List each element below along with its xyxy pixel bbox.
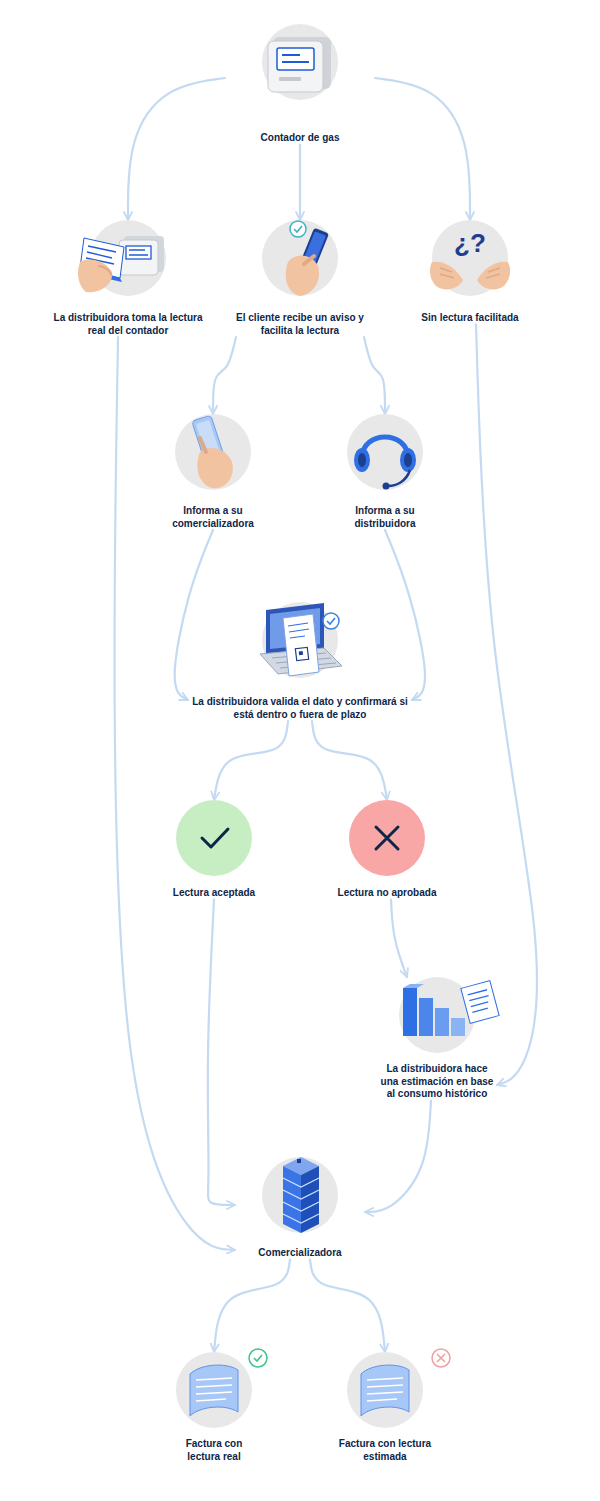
step-label: Contador de gas	[225, 132, 375, 145]
step-circle	[262, 24, 338, 100]
flow-arrow	[365, 1101, 431, 1213]
step-shape	[188, 602, 412, 678]
step-circle	[262, 220, 338, 296]
step-shape	[53, 220, 203, 296]
step-circle	[175, 414, 251, 490]
flow-step: Informa a su distribuidora	[337, 414, 433, 530]
step-circle	[349, 800, 425, 876]
flow-arrow	[385, 530, 425, 700]
step-circle	[347, 414, 423, 490]
step-label: La distribuidora toma la lectura real de…	[53, 312, 203, 337]
flow-step: La distribuidora toma la lectura real de…	[53, 220, 203, 337]
step-label: Lectura aceptada	[154, 887, 274, 900]
flow-arrow	[214, 1260, 290, 1353]
step-shape	[235, 1157, 365, 1233]
flow-step: Comercializadora	[235, 1157, 365, 1260]
flow-step: Contador de gas	[225, 24, 375, 145]
flow-step: Factura con lectura estimada	[337, 1352, 433, 1463]
invoice-icon	[249, 1349, 267, 1367]
step-shape	[327, 800, 447, 876]
flow-step: La distribuidora valida el dato y confir…	[188, 602, 412, 721]
step-label: Factura con lectura real	[171, 1438, 257, 1463]
flow-step: Informa a su comercializadora	[165, 414, 261, 530]
flow-step: Lectura no aprobada	[327, 800, 447, 900]
invoice-icon	[254, 1355, 262, 1361]
step-shape	[165, 414, 261, 490]
step-label: Comercializadora	[235, 1247, 365, 1260]
step-circle	[262, 1157, 338, 1233]
flow-arrow	[476, 325, 537, 1086]
flow-step: Factura con lectura real	[171, 1352, 257, 1463]
step-label: La distribuidora valida el dato y confir…	[188, 696, 412, 721]
step-label: Sin lectura facilitada	[405, 312, 535, 325]
step-circle	[176, 800, 252, 876]
step-circle	[432, 220, 508, 296]
flow-arrow	[364, 337, 385, 414]
flow-step: Lectura aceptada	[154, 800, 274, 900]
invoice-icon	[437, 1354, 445, 1362]
flow-arrow	[208, 900, 235, 1206]
step-circle	[262, 602, 338, 678]
step-shape	[337, 414, 433, 490]
step-shape	[337, 1352, 433, 1428]
invoice-icon	[432, 1349, 450, 1367]
step-circle	[176, 1352, 252, 1428]
step-shape	[377, 977, 497, 1053]
step-shape	[171, 1352, 257, 1428]
flow-arrow	[213, 337, 236, 414]
flow-arrow	[312, 721, 387, 800]
step-label: Lectura no aprobada	[327, 887, 447, 900]
step-shape	[154, 800, 274, 876]
flow-step: El cliente recibe un aviso y facilita la…	[230, 220, 370, 337]
step-shape	[225, 24, 375, 100]
flow-step: La distribuidora hace una estimación en …	[377, 977, 497, 1101]
flow-arrow	[175, 530, 213, 700]
step-label: Informa a su distribuidora	[337, 505, 433, 530]
step-circle	[347, 1352, 423, 1428]
flow-arrow	[375, 78, 470, 220]
flow-arrow	[214, 721, 288, 800]
step-label: El cliente recibe un aviso y facilita la…	[230, 312, 370, 337]
step-label: Factura con lectura estimada	[337, 1438, 433, 1463]
step-shape	[230, 220, 370, 296]
flow-arrow	[391, 900, 407, 978]
step-label: Informa a su comercializadora	[165, 505, 261, 530]
flow-arrow	[128, 78, 225, 220]
step-label: La distribuidora hace una estimación en …	[377, 1063, 497, 1101]
flow-arrow	[299, 145, 301, 221]
step-circle	[399, 977, 475, 1053]
question-marks: ¿?	[454, 228, 486, 259]
step-circle	[90, 220, 166, 296]
flow-arrow	[310, 1260, 385, 1353]
